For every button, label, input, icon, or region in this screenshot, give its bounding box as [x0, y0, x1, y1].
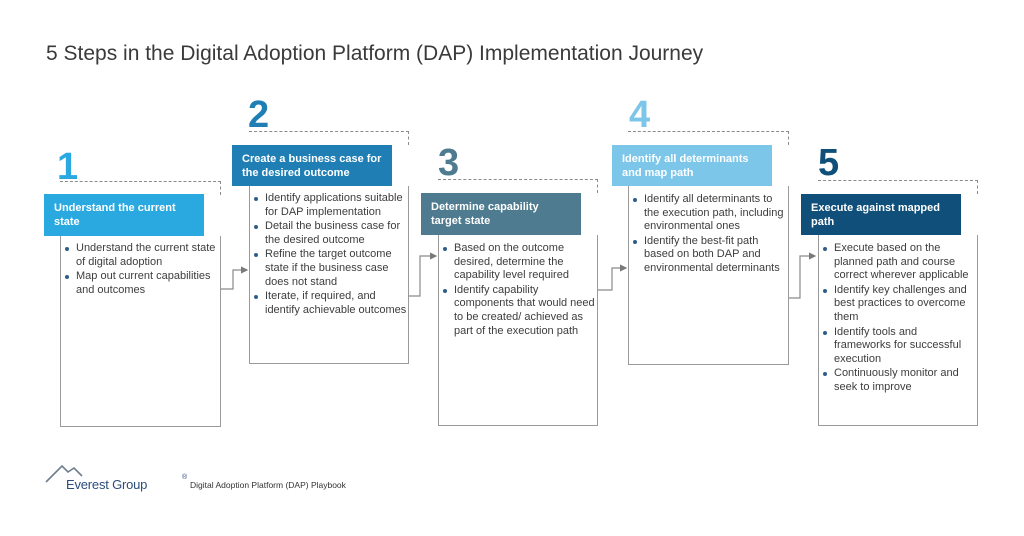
footer: Everest Group ® Digital Adoption Platfor… [44, 462, 364, 496]
step-2-bullets: Identify applications suitable for DAP i… [253, 192, 408, 318]
step-5-frame [818, 235, 978, 426]
connector-1-2 [221, 266, 249, 290]
bullet-item: Identify applications suitable for DAP i… [253, 192, 408, 219]
bullet-item: Refine the target outcome state if the b… [253, 248, 408, 289]
connector-4-5 [789, 252, 817, 299]
step-3-dashed-top [438, 179, 598, 180]
bullet-item: Iterate, if required, and identify achie… [253, 290, 408, 317]
bullet-item: Execute based on the planned path and co… [822, 242, 977, 283]
step-1-dashed-top [60, 181, 221, 182]
footer-caption: Digital Adoption Platform (DAP) Playbook [190, 480, 346, 490]
step-3-number: 3 [438, 142, 460, 184]
connector-3-4 [598, 264, 628, 291]
step-3-header: Determine capability target state [421, 193, 581, 235]
step-5-number: 5 [818, 142, 840, 184]
bullet-item: Map out current capabilities and outcome… [64, 270, 220, 297]
step-5-header: Execute against mapped path [801, 194, 961, 235]
step-1-bullets: Understand the current state of digital … [64, 242, 220, 298]
bullet-item: Identify tools and frameworks for succes… [822, 326, 977, 367]
step-4-dashed-top [628, 131, 789, 132]
mountain-peak-icon [45, 464, 83, 483]
bullet-item: Detail the business case for the desired… [253, 220, 408, 247]
step-2-dashed-top [249, 131, 409, 132]
step-3-frame [438, 235, 598, 426]
step-4-dashed-side [788, 131, 789, 145]
step-1-frame [60, 236, 221, 427]
step-2-number: 2 [248, 94, 270, 136]
bullet-item: Understand the current state of digital … [64, 242, 220, 269]
step-1-header: Understand the current state [44, 194, 204, 236]
bullet-item: Identify capability components that woul… [442, 284, 597, 338]
connector-2-3 [409, 252, 438, 297]
step-4-header: Identify all determinants and map path [612, 145, 772, 186]
brand-logo: Everest Group [66, 477, 148, 492]
step-2-dashed-side [408, 131, 409, 145]
brand-registered-mark: ® [182, 474, 188, 481]
step-3-dashed-side [597, 179, 598, 193]
bullet-item: Based on the outcome desired, determine … [442, 242, 597, 283]
step-5-dashed-side [977, 180, 978, 194]
step-4-bullets: Identify all determinants to the executi… [632, 193, 788, 277]
bullet-item: Identify key challenges and best practic… [822, 284, 977, 325]
page-title: 5 Steps in the Digital Adoption Platform… [46, 42, 704, 65]
step-4-number: 4 [629, 94, 651, 136]
bullet-item: Identify the best-fit path based on both… [632, 235, 788, 276]
step-5-bullets: Execute based on the planned path and co… [822, 242, 977, 396]
bullet-item: Identify all determinants to the executi… [632, 193, 788, 234]
step-1-number: 1 [57, 146, 79, 188]
step-2-header: Create a business case for the desired o… [232, 145, 392, 186]
step-1-dashed-side [220, 181, 221, 195]
bullet-item: Continuously monitor and seek to improve [822, 367, 977, 394]
step-4-frame [628, 186, 789, 365]
step-5-dashed-top [818, 180, 978, 181]
step-2-frame [249, 186, 409, 364]
step-3-bullets: Based on the outcome desired, determine … [442, 242, 597, 339]
